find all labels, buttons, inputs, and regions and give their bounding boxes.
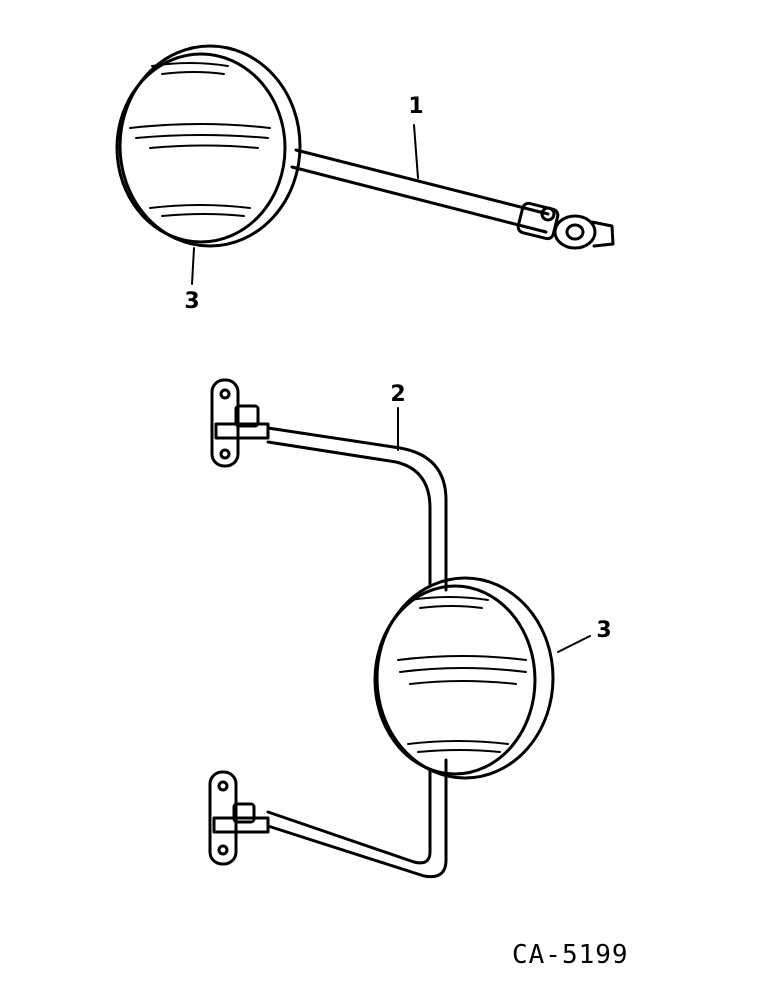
tube-clamp (516, 201, 615, 250)
figure-code: CA-5199 (512, 940, 629, 970)
callout-2: 2 (390, 382, 405, 407)
tubular-arm (266, 426, 448, 879)
mirror-assembly-bracket (208, 378, 591, 879)
round-mirror-head (115, 44, 302, 248)
lower-mounting-plate (208, 770, 270, 866)
upper-mounting-plate (210, 378, 270, 468)
round-mirror-head (373, 576, 555, 780)
callout-3-top: 3 (184, 289, 199, 314)
callout-1: 1 (408, 94, 423, 119)
mirror-rod (290, 148, 550, 234)
callout-3-bottom: 3 (596, 618, 611, 643)
mirror-assembly-clamp (115, 44, 615, 285)
leader-line-3-top (191, 247, 195, 285)
leader-line-1 (413, 124, 419, 179)
leader-line-3-bottom (557, 635, 591, 653)
